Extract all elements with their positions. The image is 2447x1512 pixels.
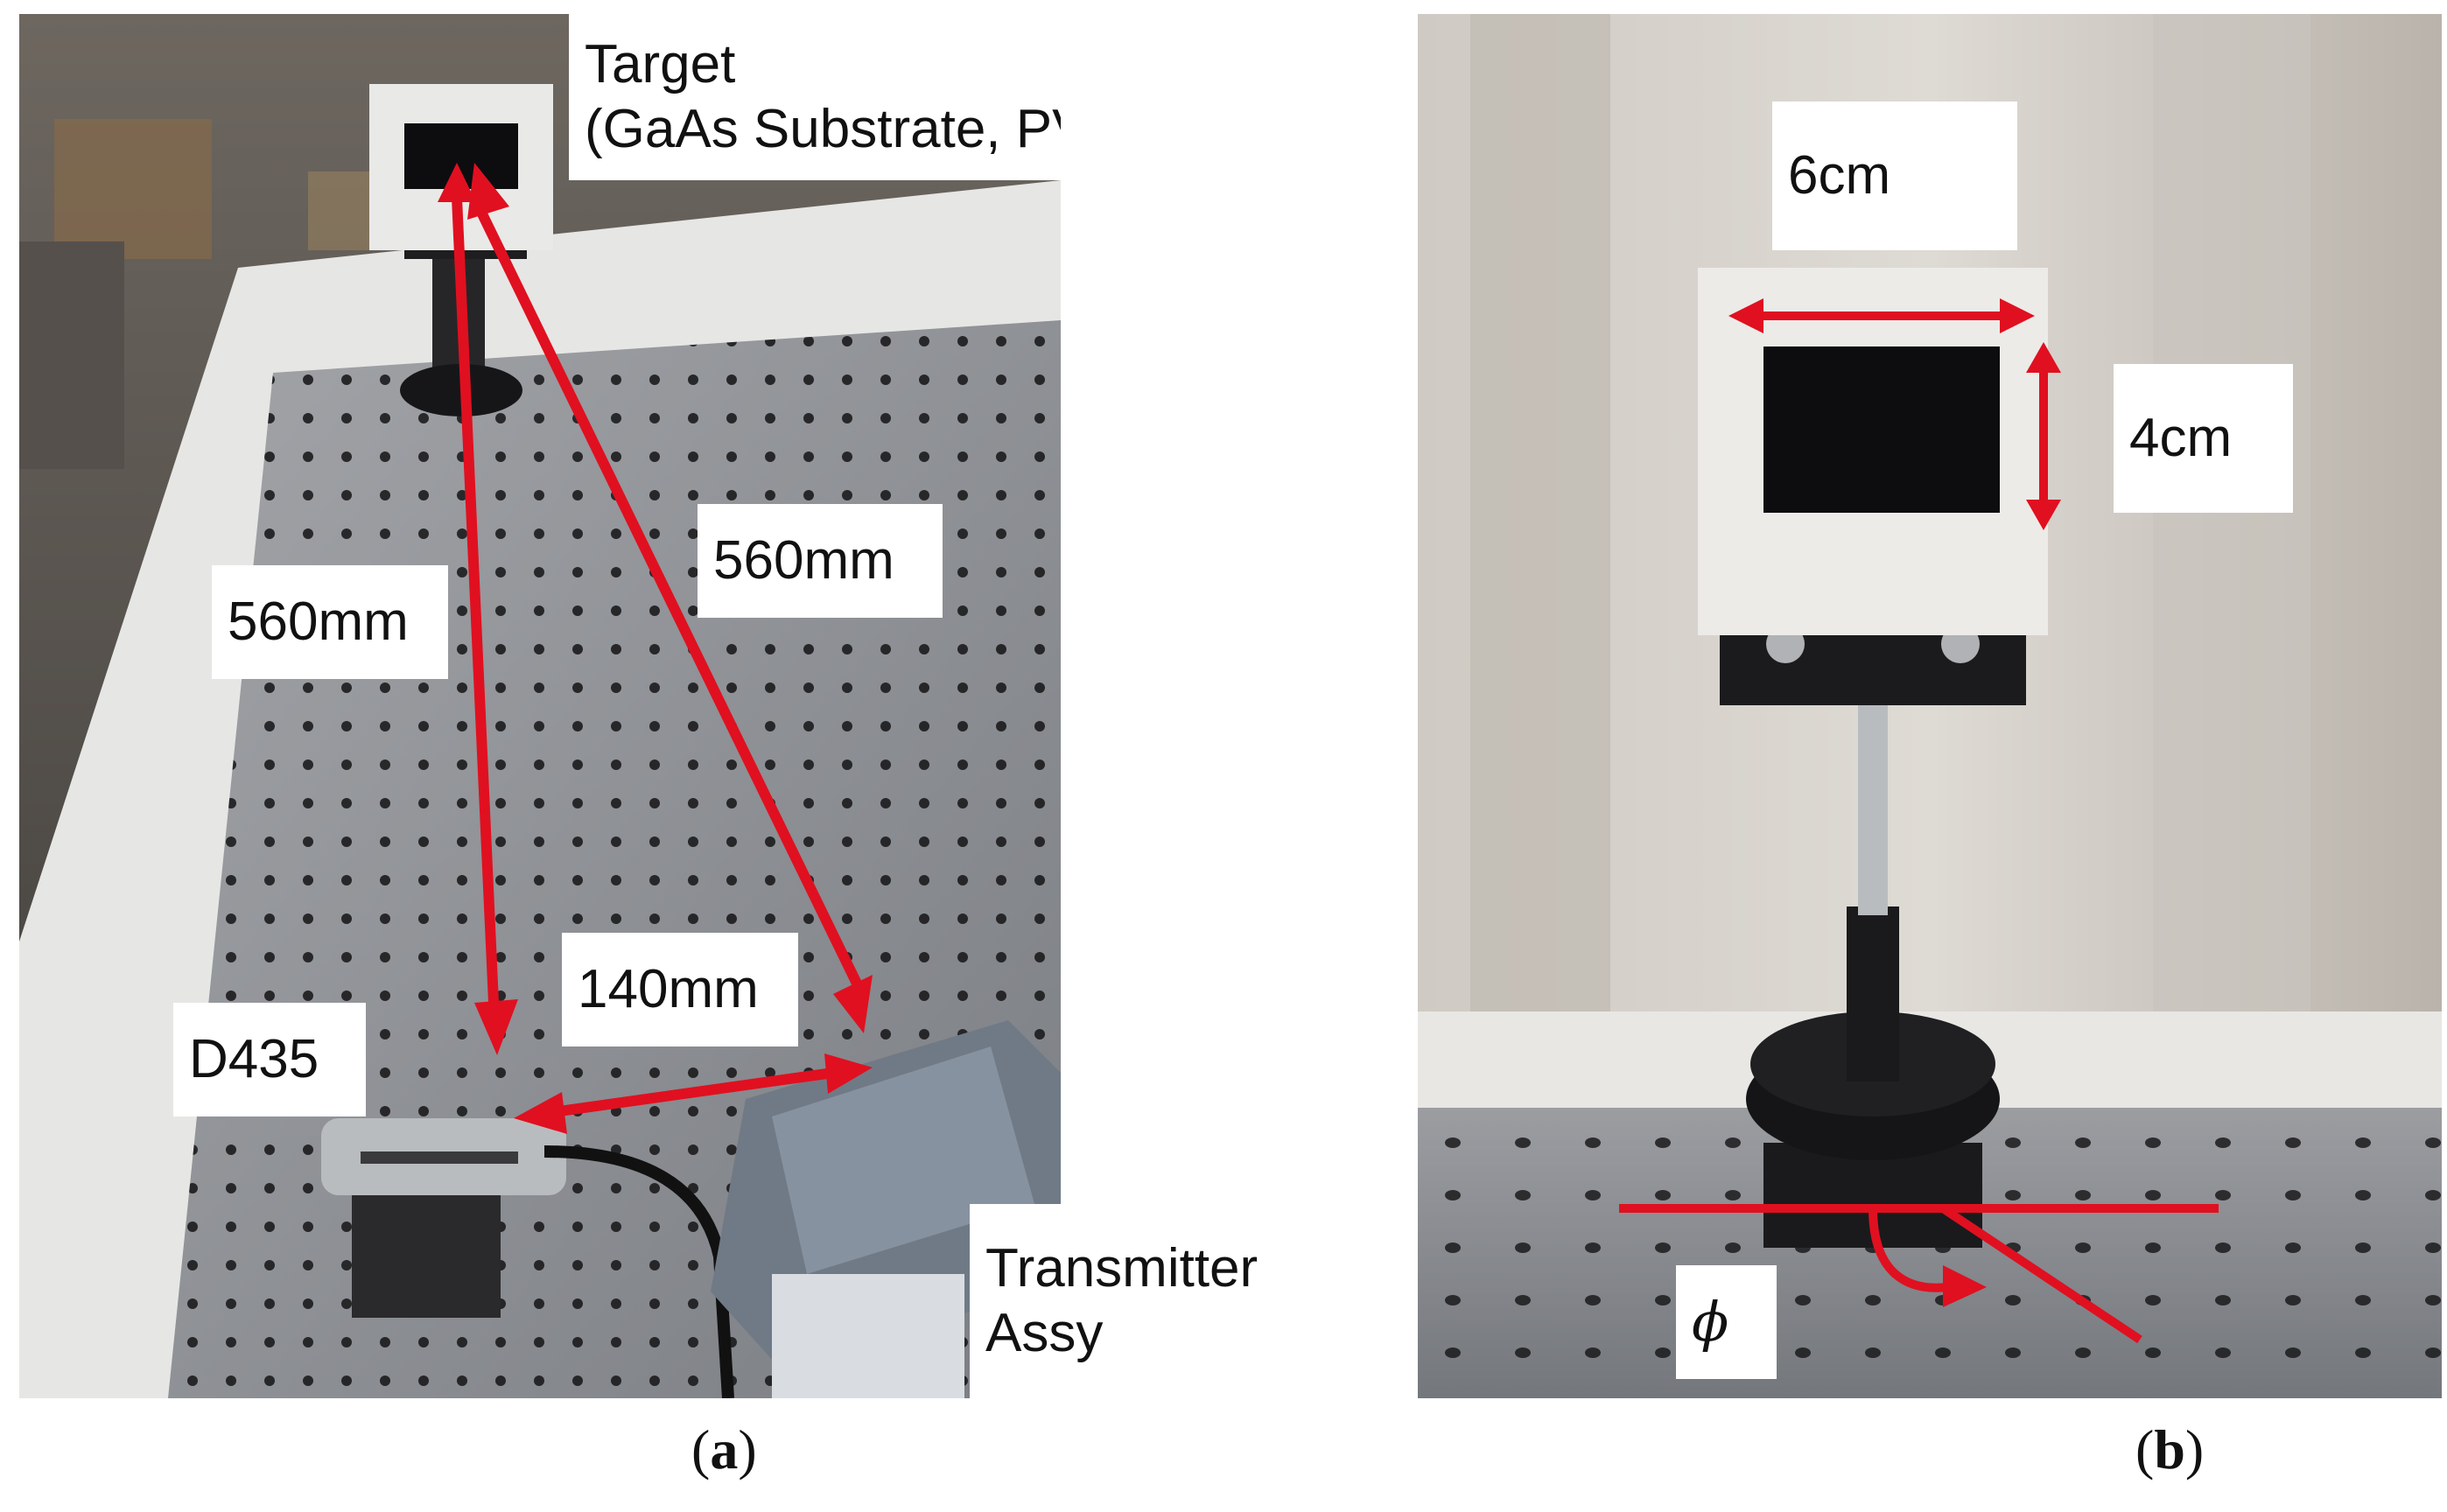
height-label: 4cm	[2114, 364, 2293, 513]
bottom-distance-label: 140mm	[562, 933, 798, 1046]
caption-b-letter: b	[2154, 1418, 2185, 1480]
target-label-line2: (GaAs Substrate, PV)	[585, 99, 1061, 159]
angle-label: ϕ	[1676, 1265, 1777, 1379]
photo-panel-b: 6cm 4cm ϕ	[1418, 14, 2442, 1398]
caption-a: (a)	[691, 1418, 757, 1482]
photo-a-scene	[19, 14, 1061, 1398]
arrowheads	[438, 163, 873, 1134]
transmitter-label-outer-line2: Assy	[985, 1303, 1104, 1363]
camera-label: D435	[173, 1003, 366, 1116]
caption-b: (b)	[2135, 1418, 2204, 1482]
right-distance-label: 560mm	[698, 504, 943, 618]
left-distance-label: 560mm	[212, 565, 448, 679]
caption-b-open: (	[2135, 1418, 2155, 1480]
caption-a-letter: a	[710, 1418, 739, 1480]
dimension-arrowheads	[1728, 298, 2061, 1307]
target-label: Target (GaAs Substrate, PV)	[569, 14, 1061, 180]
transmitter-label-outer-line1: Transmitter	[985, 1237, 1259, 1298]
post-icon	[1858, 696, 1888, 915]
photo-panel-a: Target (GaAs Substrate, PV) 560mm 560mm …	[19, 14, 1061, 1398]
dimension-arrows	[1619, 312, 2219, 1344]
d435-camera-icon	[321, 1118, 734, 1398]
transmitter-label-outer: Transmitter Assy	[970, 1204, 1302, 1398]
caption-a-close: )	[738, 1418, 757, 1480]
caption-a-open: (	[691, 1418, 711, 1480]
width-label: 6cm	[1772, 102, 2017, 250]
rotation-stage-icon	[1746, 906, 2000, 1248]
target-label-line1: Target	[585, 33, 736, 94]
measurement-arrows	[452, 195, 863, 1117]
caption-b-close: )	[2184, 1418, 2205, 1480]
